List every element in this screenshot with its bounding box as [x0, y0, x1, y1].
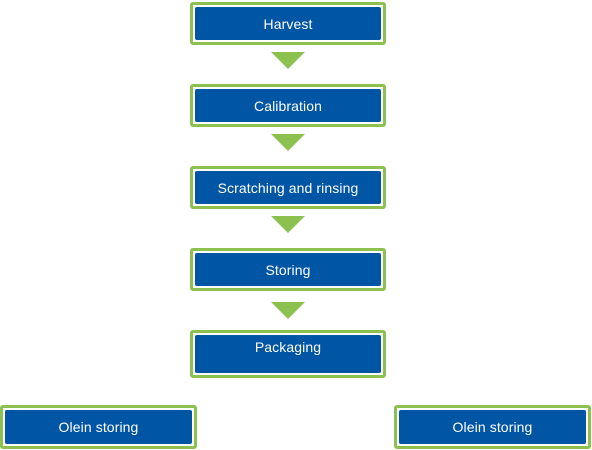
step-storing-label: Storing [195, 253, 381, 286]
step-scratching-and-rinsing: Scratching and rinsing [190, 166, 386, 209]
branch-olein-storing-left: Olein storing [0, 405, 197, 449]
step-packaging-label: Packaging [195, 335, 381, 373]
step-calibration-label: Calibration [195, 89, 381, 122]
step-harvest: Harvest [190, 2, 386, 45]
step-calibration: Calibration [190, 84, 386, 127]
branch-olein-storing-left-label: Olein storing [5, 410, 192, 444]
down-arrow-3 [271, 216, 305, 233]
step-scratching-and-rinsing-label: Scratching and rinsing [195, 171, 381, 204]
branch-olein-storing-right: Olein storing [394, 405, 591, 449]
step-storing: Storing [190, 248, 386, 291]
branch-olein-storing-right-label: Olein storing [399, 410, 586, 444]
step-packaging: Packaging [190, 330, 386, 378]
down-arrow-4 [271, 302, 305, 319]
down-arrow-1 [271, 52, 305, 69]
step-harvest-label: Harvest [195, 7, 381, 40]
down-arrow-2 [271, 134, 305, 151]
